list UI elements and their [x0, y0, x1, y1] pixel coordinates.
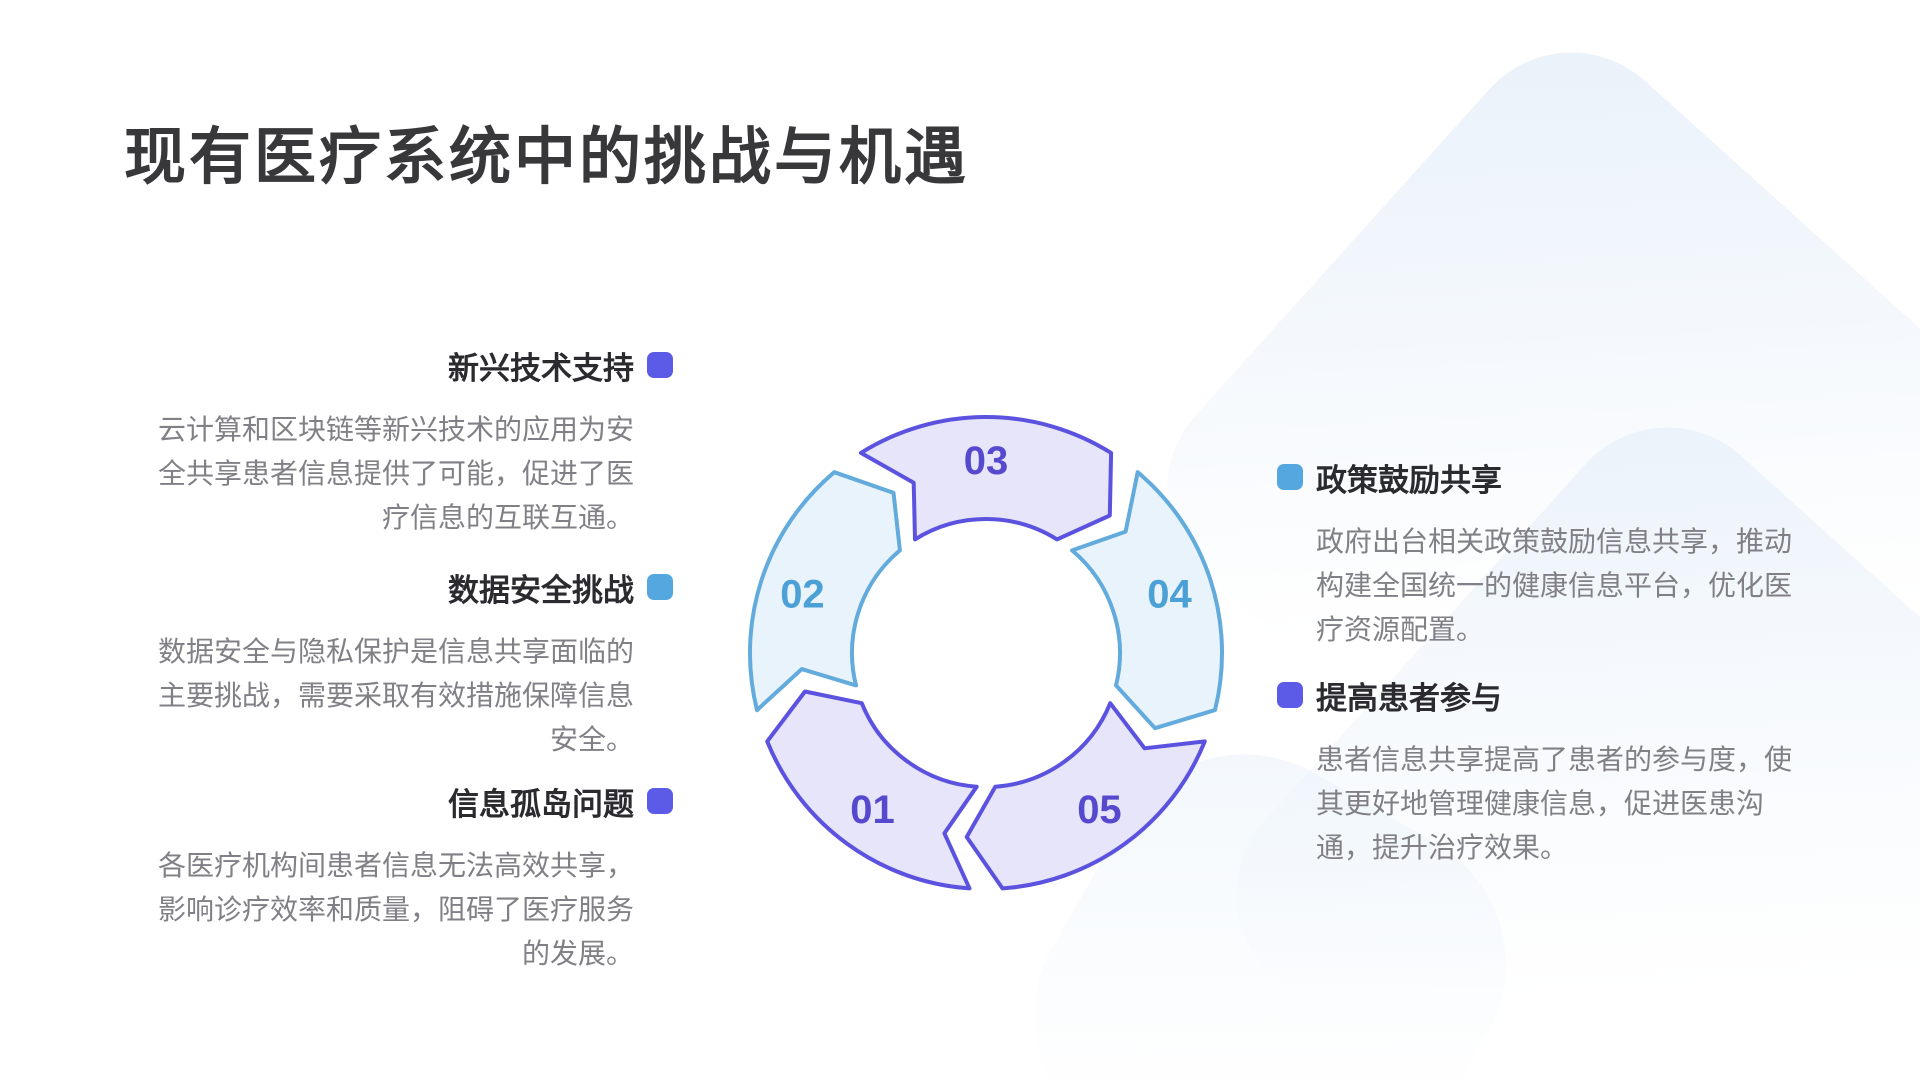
topic-heading: 新兴技术支持	[448, 350, 634, 386]
cycle-segment-number: 05	[1077, 788, 1122, 832]
cycle-segment-04: 04	[1070, 470, 1224, 731]
topic-body: 云计算和区块链等新兴技术的应用为安全共享患者信息提供了可能，促进了医疗信息的互联…	[157, 414, 634, 533]
bullet-square-icon	[647, 352, 673, 378]
bullet-square-icon	[647, 574, 673, 600]
page-title: 现有医疗系统中的挑战与机遇	[124, 122, 970, 192]
bullet-square-icon	[1277, 682, 1303, 708]
topic-heading-row: 提高患者参与	[1277, 678, 1806, 716]
bullet-square-icon	[647, 788, 673, 814]
topic-heading-row: 数据安全挑战	[144, 570, 673, 608]
cycle-segment-02: 02	[748, 470, 902, 713]
bullet-square-icon	[1277, 464, 1303, 490]
left-topic-data-security: 数据安全挑战 数据安全与隐私保护是信息共享面临的主要挑战，需要采取有效措施保障信…	[144, 570, 673, 762]
cycle-segment-number: 01	[850, 788, 895, 832]
cycle-segment-05: 05	[964, 701, 1207, 891]
right-topic-patient-engagement: 提高患者参与 患者信息共享提高了患者的参与度，使其更好地管理健康信息，促进医患沟…	[1277, 678, 1806, 870]
topic-body: 患者信息共享提高了患者的参与度，使其更好地管理健康信息，促进医患沟通，提升治疗效…	[1316, 744, 1793, 863]
cycle-segment-number: 02	[780, 572, 825, 616]
cycle-diagram: 01 02 03 04 05	[731, 398, 1241, 908]
cycle-segment-03: 03	[858, 415, 1114, 542]
topic-heading-row: 新兴技术支持	[144, 348, 673, 386]
cycle-segment-number: 03	[964, 439, 1009, 483]
topic-heading: 政策鼓励共享	[1316, 462, 1502, 498]
cycle-segment-number: 04	[1147, 572, 1192, 616]
topic-body: 政府出台相关政策鼓励信息共享，推动构建全国统一的健康信息平台，优化医疗资源配置。	[1316, 526, 1793, 645]
cycle-segment-01: 01	[765, 689, 979, 891]
right-topic-policy-sharing: 政策鼓励共享 政府出台相关政策鼓励信息共享，推动构建全国统一的健康信息平台，优化…	[1277, 460, 1806, 652]
topic-body: 数据安全与隐私保护是信息共享面临的主要挑战，需要采取有效措施保障信息安全。	[157, 636, 634, 755]
topic-heading: 信息孤岛问题	[448, 786, 634, 822]
topic-heading: 提高患者参与	[1316, 680, 1502, 716]
topic-heading-row: 信息孤岛问题	[144, 784, 673, 822]
left-topic-info-silo: 信息孤岛问题 各医疗机构间患者信息无法高效共享，影响诊疗效率和质量，阻碍了医疗服…	[144, 784, 673, 976]
cycle-diagram-svg: 01 02 03 04 05	[748, 415, 1224, 891]
topic-heading-row: 政策鼓励共享	[1277, 460, 1806, 498]
left-topic-emerging-tech: 新兴技术支持 云计算和区块链等新兴技术的应用为安全共享患者信息提供了可能，促进了…	[144, 348, 673, 540]
topic-heading: 数据安全挑战	[448, 572, 634, 608]
topic-body: 各医疗机构间患者信息无法高效共享，影响诊疗效率和质量，阻碍了医疗服务的发展。	[157, 850, 634, 969]
